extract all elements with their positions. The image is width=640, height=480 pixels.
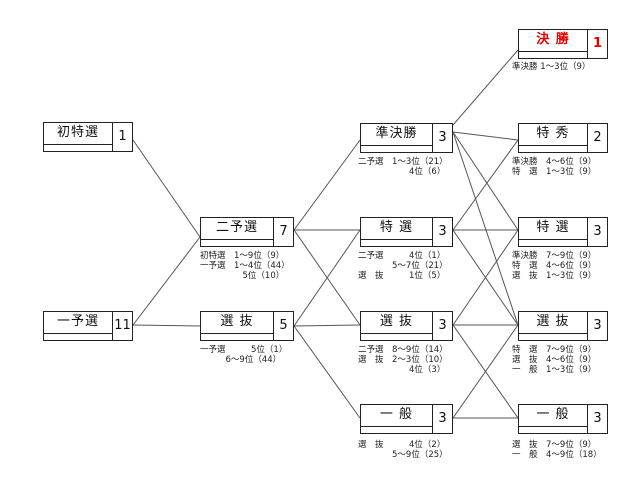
node-notes: 特 選 7～9位（9） 選 抜 4～6位（9） 一 般 1～3位（9） — [512, 345, 597, 375]
connector — [293, 325, 361, 419]
connector — [452, 131, 519, 231]
node-count: 2 — [588, 123, 608, 153]
connector — [452, 131, 519, 141]
node-ippan2: 一 般 3 — [518, 404, 608, 434]
node-count: 7 — [274, 217, 294, 247]
connector — [132, 139, 201, 238]
node-name: 二予選 — [215, 220, 258, 235]
node-name: 特 選 — [379, 220, 414, 235]
node-name: 初特選 — [56, 125, 99, 140]
node-notes: 二予選 4位（1） 5～7位（21） 選 抜 1位（5） — [358, 251, 448, 281]
connector — [293, 139, 361, 231]
node-count: 3 — [433, 404, 453, 434]
node-notes: 二予選 8～9位（14） 選 抜 2～3位（10） 4位（3） — [358, 345, 448, 375]
node-senbatsu2: 選 抜 3 — [360, 311, 453, 341]
node-kessho: 決 勝 1 — [518, 29, 608, 59]
node-niyo: 二予選 7 — [200, 217, 294, 247]
node-name: 選 抜 — [536, 314, 570, 329]
node-count: 5 — [274, 311, 294, 341]
node-hatsutoku: 初特選 1 — [43, 122, 133, 152]
node-count: 1 — [113, 122, 133, 152]
node-name: 一 般 — [536, 407, 570, 422]
node-notes: 初特選 1～9位（9） 一予選 1～4位（44） 5位（10） — [200, 251, 290, 281]
node-notes: 準決勝 1～3位（9） — [512, 62, 591, 72]
node-ippan1: 一 般 3 — [360, 404, 453, 434]
connector — [132, 324, 201, 327]
node-notes: 選 抜 7～9位（9） 一 般 4～9位（18） — [512, 440, 602, 460]
node-count: 3 — [433, 311, 453, 341]
node-notes: 準決勝 7～9位（9） 特 選 4～6位（9） 選 抜 1～3位（9） — [512, 251, 597, 281]
connector — [132, 236, 201, 326]
node-senbatsu1: 選 抜 5 — [200, 311, 294, 341]
node-count: 1 — [588, 29, 608, 59]
node-count: 3 — [588, 217, 608, 247]
node-count: 3 — [433, 217, 453, 247]
node-name: 一予選 — [56, 314, 99, 329]
connector — [452, 324, 519, 419]
node-tokushu: 特 秀 2 — [518, 123, 608, 153]
node-name: 決 勝 — [536, 32, 570, 47]
node-name: 特 秀 — [536, 126, 570, 141]
node-name: 特 選 — [536, 220, 570, 235]
node-count: 3 — [588, 404, 608, 434]
node-notes: 二予選 1～3位（21） 4位（6） — [358, 157, 448, 177]
node-name: 一 般 — [379, 407, 414, 422]
node-name: 選 抜 — [379, 314, 414, 329]
connector — [452, 49, 519, 126]
node-count: 3 — [588, 311, 608, 341]
node-name: 選 抜 — [220, 314, 254, 329]
connector — [452, 229, 519, 326]
node-junkessho: 準決勝 3 — [360, 123, 453, 153]
node-ichiyo: 一予選 11 — [43, 311, 133, 341]
connector — [452, 139, 519, 231]
connector — [452, 131, 519, 326]
node-count: 11 — [113, 311, 133, 341]
node-tokusen1: 特 選 3 — [360, 217, 453, 247]
node-count: 3 — [433, 123, 453, 153]
node-senbatsu3: 選 抜 3 — [518, 311, 608, 341]
node-notes: 準決勝 4～6位（9） 特 選 1～3位（9） — [512, 157, 597, 177]
node-notes: 選 抜 4位（2） 5～9位（25） — [358, 440, 448, 460]
node-notes: 一予選 5位（1） 6～9位（44） — [200, 345, 288, 365]
connector — [293, 229, 361, 327]
node-tokusen2: 特 選 3 — [518, 217, 608, 247]
node-name: 準決勝 — [375, 126, 418, 141]
connector — [293, 324, 361, 327]
